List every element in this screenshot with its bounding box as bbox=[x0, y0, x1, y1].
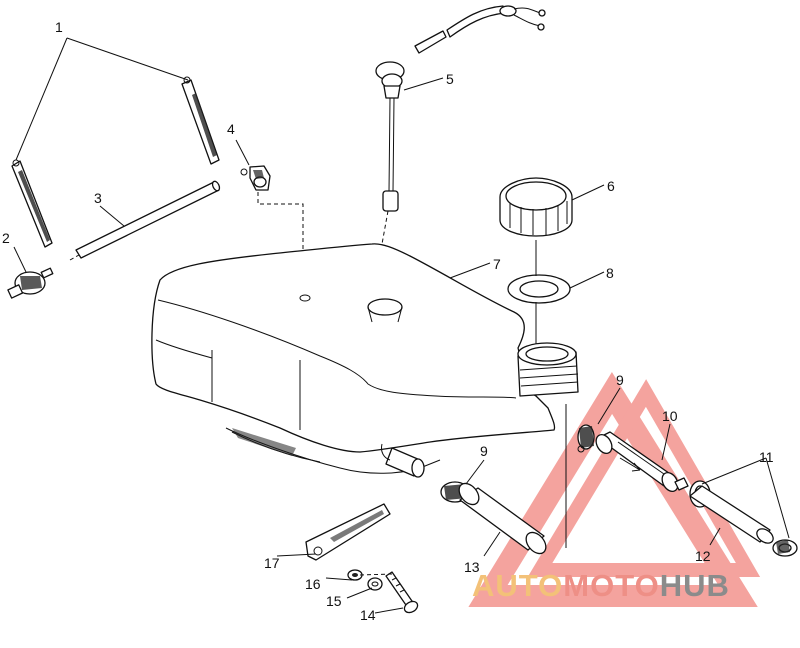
callout-8: 8 bbox=[606, 265, 614, 281]
callout-10: 10 bbox=[662, 408, 678, 424]
callout-14: 14 bbox=[360, 607, 376, 623]
mounting-bracket bbox=[305, 503, 391, 561]
inline-fuel-filter bbox=[595, 431, 689, 492]
callout-7: 7 bbox=[493, 256, 501, 272]
callout-11: 11 bbox=[759, 449, 774, 465]
callout-16: 16 bbox=[305, 576, 321, 592]
leader-lines bbox=[13, 37, 790, 614]
fuel-filler-cap bbox=[499, 177, 573, 237]
callout-9-lower: 9 bbox=[480, 443, 488, 459]
callout-12: 12 bbox=[695, 548, 711, 564]
watermark-logo-text: AUTOMOTOHUB bbox=[472, 568, 730, 603]
hose-clamp-upper bbox=[577, 424, 595, 453]
callout-4: 4 bbox=[227, 121, 235, 137]
fuel-gauge-sender bbox=[375, 5, 546, 212]
callout-9-upper: 9 bbox=[616, 372, 624, 388]
lock-washer bbox=[367, 577, 383, 591]
callout-labels: 1 2 3 4 5 6 7 8 9 9 10 11 12 13 14 15 16… bbox=[2, 19, 774, 623]
callout-17: 17 bbox=[264, 555, 280, 571]
tank-vent-fitting bbox=[7, 267, 54, 299]
filler-cap-gasket bbox=[507, 274, 571, 304]
callout-13: 13 bbox=[464, 559, 480, 575]
callout-6: 6 bbox=[607, 178, 615, 194]
hose-clip-small bbox=[240, 165, 271, 191]
callout-1: 1 bbox=[55, 19, 63, 35]
flat-washer bbox=[347, 569, 363, 581]
hose-clamp-end bbox=[772, 539, 798, 557]
mounting-bolt bbox=[385, 571, 419, 614]
callout-5: 5 bbox=[446, 71, 454, 87]
hold-down-strap-left bbox=[11, 159, 53, 248]
mounting-rod bbox=[69, 180, 221, 261]
fuel-tank bbox=[151, 243, 579, 478]
watermark-auto: AUTO bbox=[472, 568, 563, 603]
callout-2: 2 bbox=[2, 230, 10, 246]
callout-3: 3 bbox=[94, 190, 102, 206]
fuel-hose-long bbox=[689, 485, 774, 544]
callout-15: 15 bbox=[326, 593, 342, 609]
svg-text:AUTOMOTOHUB: AUTOMOTOHUB bbox=[472, 568, 730, 603]
watermark-moto: MOTO bbox=[563, 568, 659, 603]
watermark-hub: HUB bbox=[660, 568, 730, 603]
hold-down-strap-right bbox=[181, 76, 220, 165]
fuel-hose-short bbox=[458, 482, 547, 555]
